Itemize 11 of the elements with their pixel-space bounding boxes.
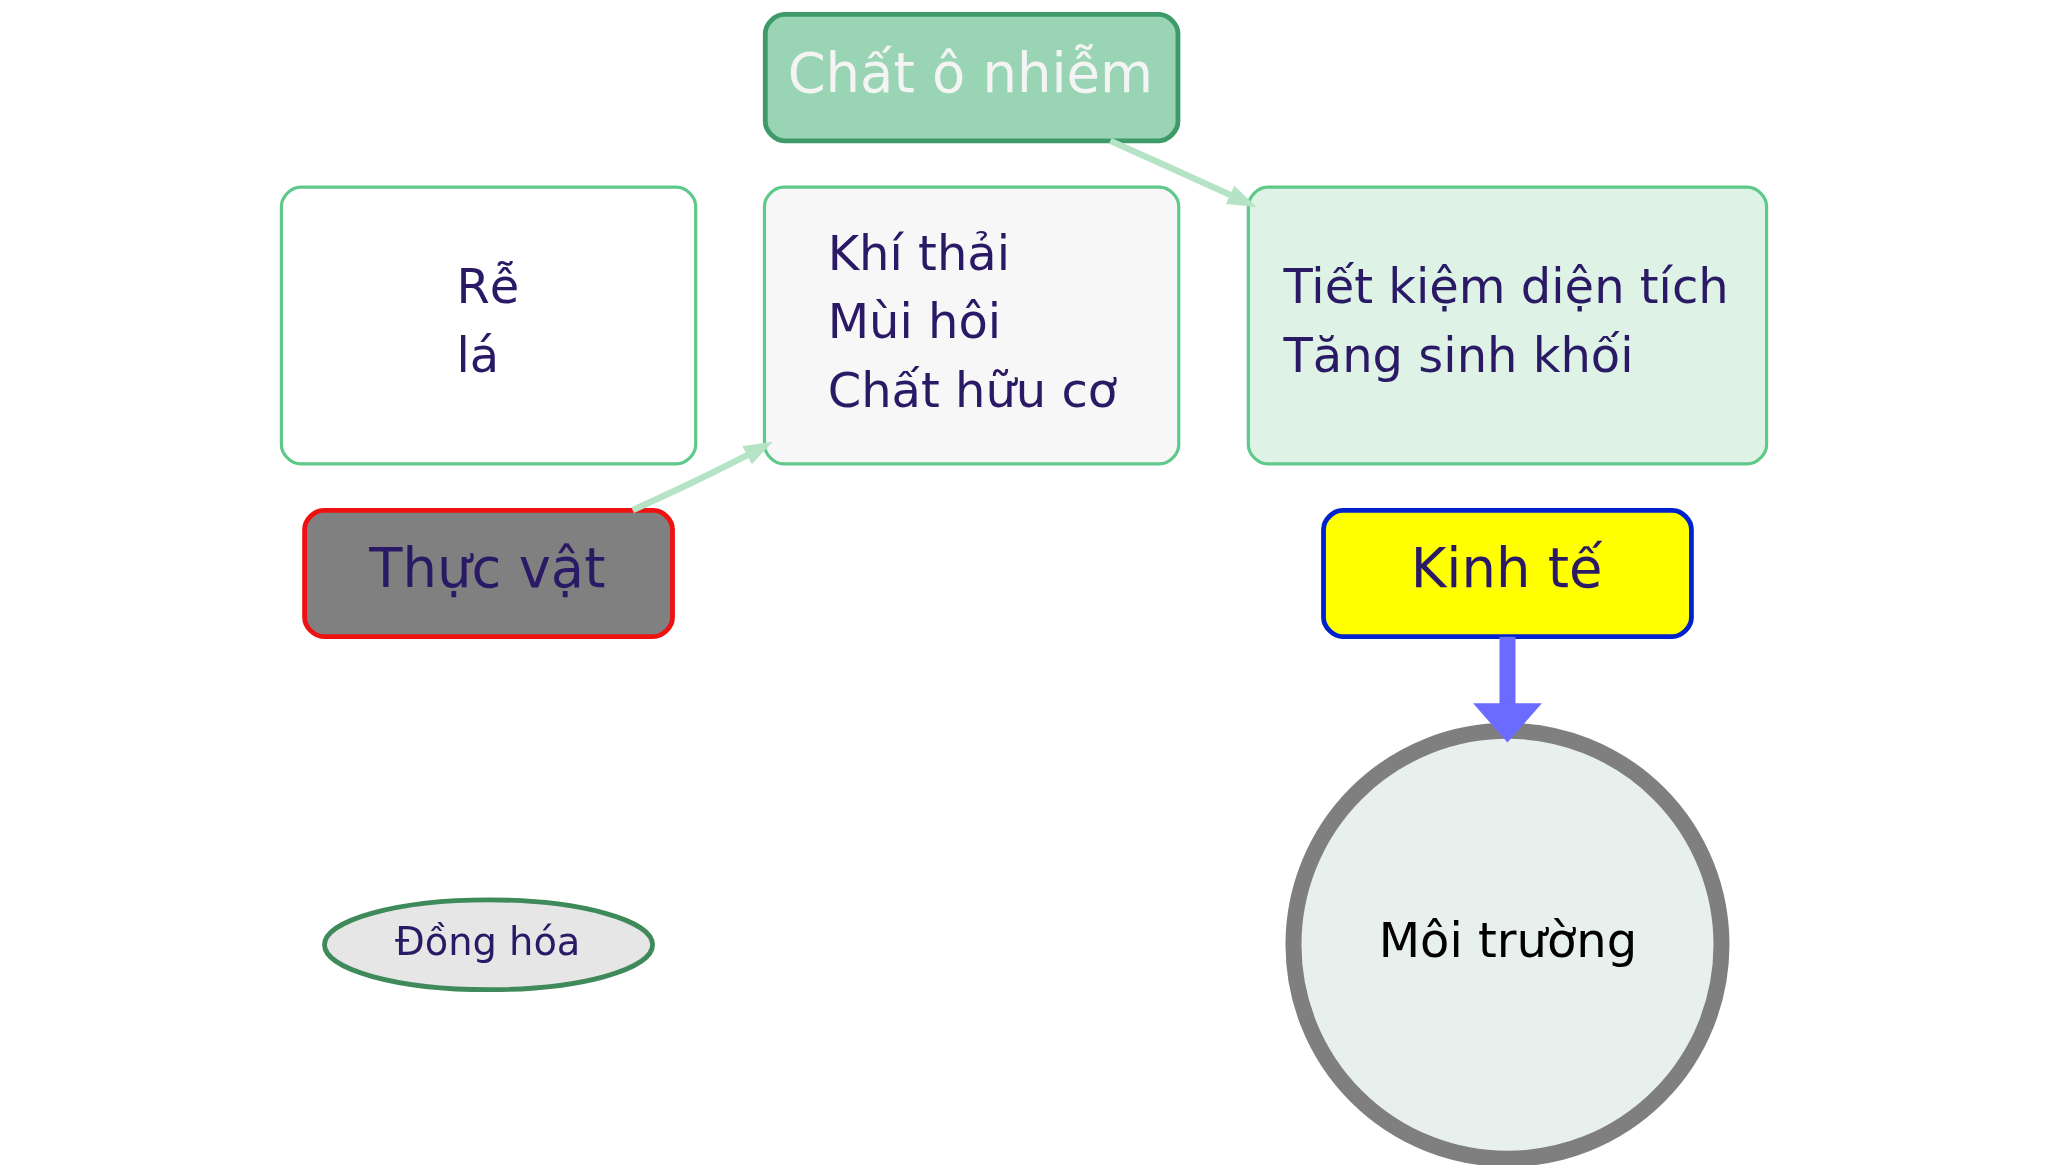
node-box: Kinh tế bbox=[1320, 507, 1694, 640]
arrow bbox=[630, 441, 773, 514]
arrow bbox=[1108, 137, 1256, 207]
node-box: Chất ô nhiễm bbox=[762, 12, 1180, 144]
node-box: Rễ lá bbox=[279, 185, 697, 466]
arrow bbox=[1472, 636, 1542, 743]
node-box: Tiết kiệm diện tích Tăng sinh khối bbox=[1246, 185, 1768, 466]
node-box: Thực vật bbox=[301, 507, 675, 640]
node-box: Khí thải Mùi hôi Chất hữu cơ bbox=[762, 185, 1180, 466]
node-circle: Môi trường bbox=[1284, 722, 1729, 1165]
node-ellipse: Đồng hóa bbox=[321, 897, 655, 993]
